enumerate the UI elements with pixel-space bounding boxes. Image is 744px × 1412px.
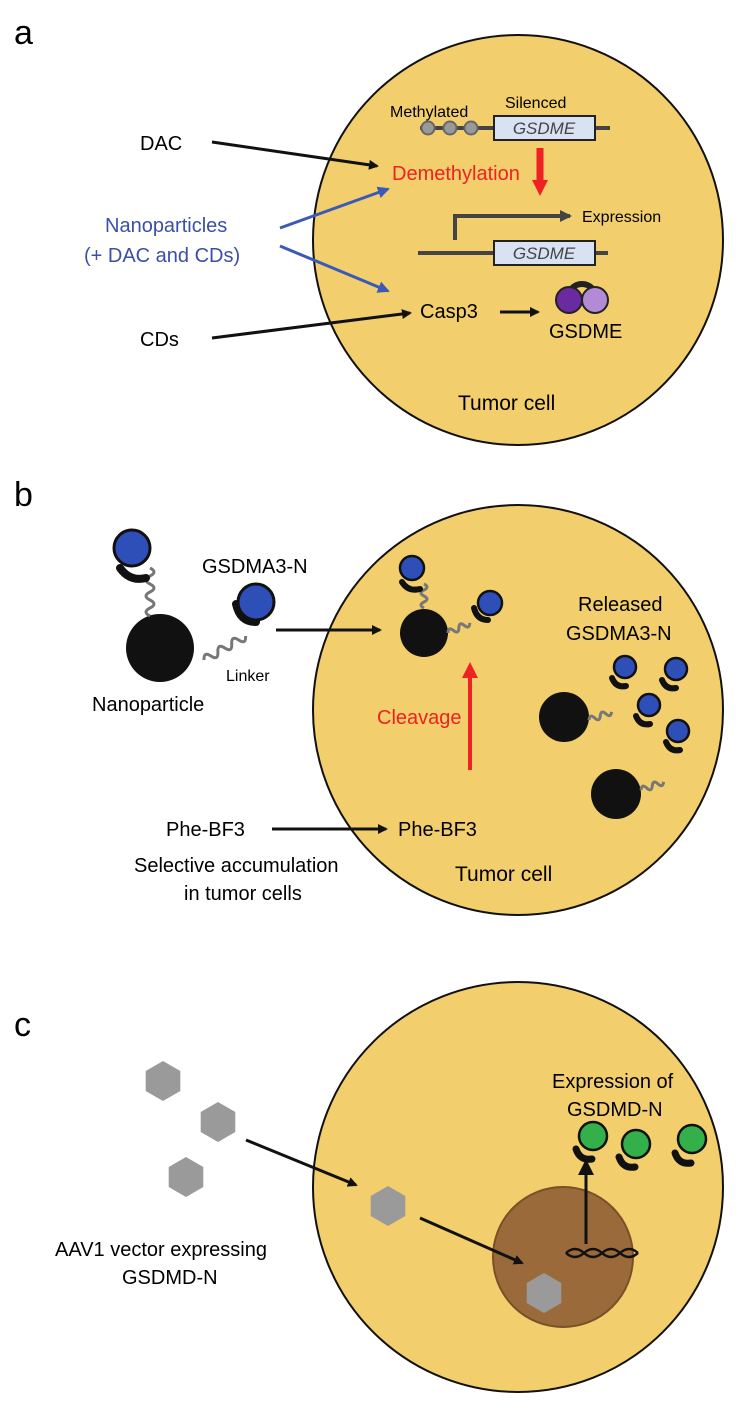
phe-bf3-outside-label: Phe-BF3	[166, 819, 245, 841]
protein-icon	[615, 1128, 652, 1171]
nuclear-entry-arrow	[419, 1216, 524, 1265]
protein-icon	[572, 1120, 609, 1163]
protein-icon	[471, 589, 504, 623]
nanoparticle-icon	[400, 609, 448, 657]
hexagon-icon	[168, 1157, 204, 1197]
gsdme-protein-icon	[555, 281, 609, 314]
protein-icon	[633, 692, 662, 728]
panel-letter-a: a	[14, 14, 33, 52]
expression-label: Expression	[582, 209, 661, 226]
linker-label: Linker	[226, 668, 270, 685]
panel-a: a GSDME Methylated Silenced Demethylatio…	[14, 14, 724, 446]
tumor-cell-b	[312, 504, 724, 916]
protein-icon	[659, 656, 689, 692]
gene-box-expressed	[493, 240, 596, 266]
gene-label-expressed: GSDME	[513, 244, 576, 263]
dac-label: DAC	[140, 133, 182, 155]
linker-icon	[144, 566, 156, 618]
nanoparticle-icon	[539, 692, 589, 742]
methylated-label: Methylated	[390, 104, 468, 121]
tumor-cell-label-a: Tumor cell	[458, 392, 555, 415]
methyl-group-icon	[442, 120, 458, 136]
gene-label-silenced: GSDME	[513, 119, 576, 138]
nanoparticle-icon	[126, 614, 194, 682]
dac-arrow	[211, 140, 379, 170]
nanoparticles-label-line1: Nanoparticles	[105, 215, 227, 237]
released-label-line1: Released	[578, 594, 663, 616]
methyl-group-icon	[420, 120, 436, 136]
cleavage-label: Cleavage	[377, 707, 462, 729]
linker-icon	[202, 635, 248, 661]
silenced-label: Silenced	[505, 95, 566, 112]
selective-label-line1: Selective accumulation	[134, 855, 339, 877]
panel-letter-b: b	[14, 476, 33, 514]
protein-icon	[112, 528, 152, 583]
protein-icon	[232, 582, 276, 626]
panel-c: c Expression of GSDMD-N	[14, 981, 724, 1393]
nanoparticle-icon	[591, 769, 641, 819]
demethylation-label: Demethylation	[392, 163, 520, 185]
tumor-cell-c	[312, 981, 724, 1393]
aav-label-line1: AAV1 vector expressing	[55, 1239, 267, 1261]
cds-arrow	[211, 309, 412, 340]
released-label-line2: GSDMA3-N	[566, 623, 672, 645]
phe-bf3-inside-label: Phe-BF3	[398, 819, 477, 841]
panel-letter-c: c	[14, 1006, 31, 1044]
spent-nanoparticles	[539, 692, 666, 819]
nanoparticle-conjugate	[112, 528, 276, 682]
aav-entry-arrow	[245, 1138, 358, 1187]
cds-label: CDs	[140, 329, 179, 351]
protein-icon	[663, 718, 691, 754]
expression-arrow	[453, 210, 572, 240]
expression-label-line2: GSDMD-N	[567, 1099, 663, 1121]
nanoparticle-label: Nanoparticle	[92, 694, 204, 716]
casp3-label: Casp3	[420, 301, 478, 323]
gsdme-protein-label: GSDME	[549, 321, 622, 343]
gene-box-silenced	[493, 115, 596, 141]
internalized-conjugate	[398, 554, 504, 657]
expressed-gene: Expression GSDME	[418, 209, 661, 266]
hexagon-icon	[145, 1061, 181, 1101]
dna-icon	[565, 1247, 639, 1259]
tumor-cell-label-b: Tumor cell	[455, 863, 552, 886]
aav-label-line2: GSDMD-N	[122, 1267, 218, 1289]
panel-b: b GSDMA3-N Linker Nanoparticle	[14, 476, 724, 916]
selective-label-line2: in tumor cells	[184, 883, 302, 905]
released-proteins	[609, 654, 691, 754]
protein-icon	[671, 1123, 708, 1167]
nanoparticles-label-line2: (+ DAC and CDs)	[84, 245, 240, 267]
methyl-group-icon	[463, 120, 479, 136]
expression-label-line1: Expression of	[552, 1071, 674, 1093]
nanoparticles-arrow-down	[279, 244, 390, 293]
hexagon-icon	[200, 1102, 236, 1142]
gsdma3n-label: GSDMA3-N	[202, 556, 308, 578]
protein-icon	[398, 554, 426, 593]
protein-icon	[609, 654, 638, 690]
silenced-gene: GSDME Methylated Silenced	[390, 95, 610, 141]
nanoparticles-arrow-up	[279, 186, 390, 230]
